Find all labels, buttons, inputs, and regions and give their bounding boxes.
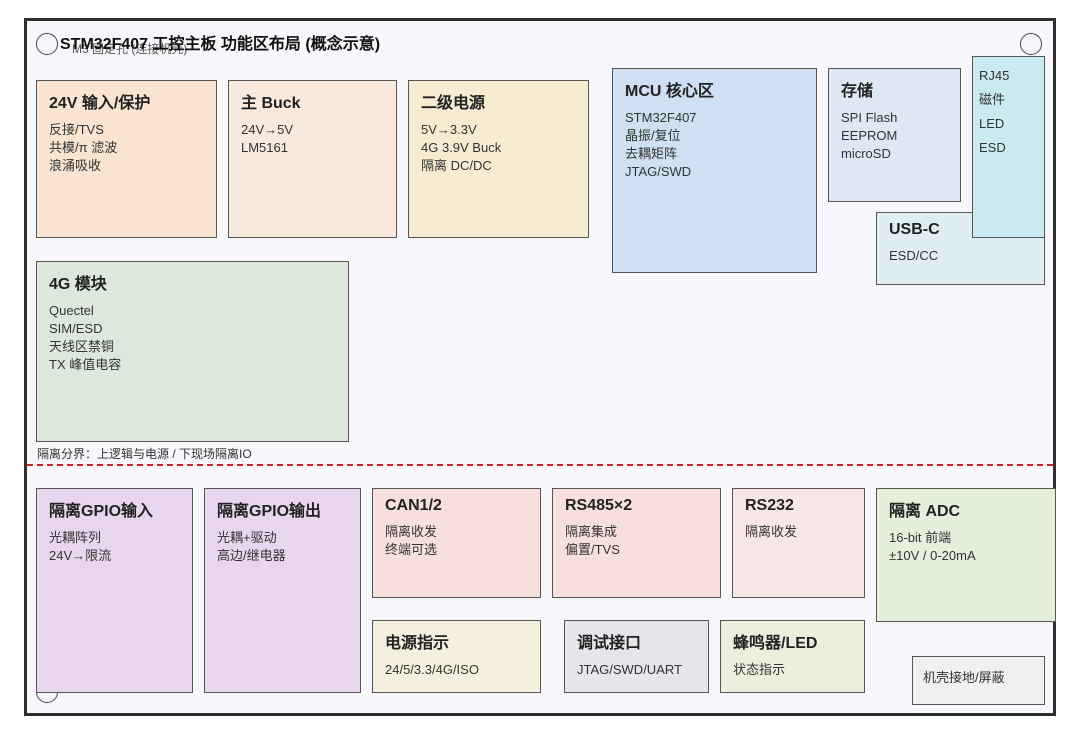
block-title: USB-C — [889, 221, 940, 238]
block-line: microSD — [841, 146, 891, 161]
block-line: TX 峰值电容 — [49, 357, 122, 372]
mount-hole-note: M3 固定孔 (连接机壳) — [72, 42, 188, 56]
block-line: ±10V / 0-20mA — [889, 548, 976, 563]
block-power-indicator: 电源指示 24/5/3.3/4G/ISO — [372, 620, 541, 693]
block-title: 4G 模块 — [49, 276, 107, 293]
block-isolated-adc: 隔离 ADC 16-bit 前端 ±10V / 0-20mA — [876, 488, 1056, 622]
isolation-boundary-label: 隔离分界：上逻辑与电源 / 下现场隔离IO — [37, 447, 252, 461]
block-line: 磁件 — [979, 92, 1006, 107]
block-line: 隔离收发 — [385, 524, 438, 539]
block-line: 天线区禁铜 — [49, 339, 115, 354]
block-title: 主 Buck — [241, 95, 301, 112]
block-usb-c: USB-C ESD/CC — [876, 212, 1045, 285]
block-title: MCU 核心区 — [625, 83, 714, 100]
block-secondary-power: 二级电源 5V→3.3V 4G 3.9V Buck 隔离 DC/DC — [408, 80, 589, 238]
block-line: 机壳接地/屏蔽 — [923, 670, 1005, 685]
block-line: ESD/CC — [889, 248, 939, 263]
block-line: SIM/ESD — [49, 321, 103, 336]
block-title: 隔离 ADC — [889, 503, 961, 520]
block-line: LED — [979, 116, 1005, 131]
block-storage: 存储 SPI Flash EEPROM microSD — [828, 68, 961, 202]
block-line: LM5161 — [241, 140, 288, 155]
block-line: 浪涌吸收 — [49, 158, 102, 173]
block-line: 光耦阵列 — [49, 530, 102, 545]
block-line: RJ45 — [979, 68, 1010, 83]
block-line: 偏置/TVS — [565, 542, 620, 557]
block-rs232: RS232 隔离收发 — [732, 488, 865, 598]
block-4g-module: 4G 模块 Quectel SIM/ESD 天线区禁铜 TX 峰值电容 — [36, 261, 349, 442]
block-title: 调试接口 — [577, 635, 642, 652]
block-isolated-gpio-input: 隔离GPIO输入 光耦阵列 24V→限流 — [36, 488, 193, 693]
block-line: SPI Flash — [841, 110, 898, 125]
block-line: JTAG/SWD — [625, 164, 692, 179]
block-line: 反接/TVS — [49, 122, 104, 137]
mount-hole-top-right-icon — [1020, 33, 1042, 55]
block-title: CAN1/2 — [385, 497, 442, 514]
block-rj45: RJ45 磁件 LED ESD — [972, 56, 1045, 238]
block-line: Quectel — [49, 303, 94, 318]
diagram-title: STM32F407 工控主板 功能区布局 (概念示意) — [60, 36, 381, 53]
block-chassis-ground: 机壳接地/屏蔽 — [912, 656, 1045, 705]
block-can: CAN1/2 隔离收发 终端可选 — [372, 488, 541, 598]
block-line: 状态指示 — [733, 662, 786, 677]
mount-hole-top-left-icon — [36, 33, 58, 55]
block-debug-interface: 调试接口 JTAG/SWD/UART — [564, 620, 709, 693]
block-title: RS485×2 — [565, 497, 633, 514]
isolation-boundary-line — [27, 464, 1053, 466]
block-line: 光耦+驱动 — [217, 530, 277, 545]
block-line: 隔离集成 — [565, 524, 618, 539]
block-title: 隔离GPIO输入 — [49, 503, 154, 520]
block-title: 24V 输入/保护 — [49, 95, 151, 112]
block-24v-input: 24V 输入/保护 反接/TVS 共模/π 滤波 浪涌吸收 — [36, 80, 217, 238]
block-line: STM32F407 — [625, 110, 697, 125]
block-line: 24V→限流 — [49, 548, 112, 563]
block-title: 电源指示 — [385, 635, 450, 652]
block-mcu-core: MCU 核心区 STM32F407 晶振/复位 去耦矩阵 JTAG/SWD — [612, 68, 817, 273]
block-rs485: RS485×2 隔离集成 偏置/TVS — [552, 488, 721, 598]
block-title: RS232 — [745, 497, 794, 514]
block-line: JTAG/SWD/UART — [577, 662, 682, 677]
block-line: 5V→3.3V — [421, 122, 477, 137]
block-line: EEPROM — [841, 128, 898, 143]
block-isolated-gpio-output: 隔离GPIO输出 光耦+驱动 高边/继电器 — [204, 488, 361, 693]
block-main-buck: 主 Buck 24V→5V LM5161 — [228, 80, 397, 238]
block-line: 高边/继电器 — [217, 548, 286, 563]
block-title: 存储 — [841, 83, 874, 100]
block-line: 隔离收发 — [745, 524, 798, 539]
block-line: 晶振/复位 — [625, 128, 681, 143]
block-line: 共模/π 滤波 — [49, 140, 118, 155]
block-title: 蜂鸣器/LED — [733, 635, 818, 652]
block-line: 24/5/3.3/4G/ISO — [385, 662, 479, 677]
block-line: 4G 3.9V Buck — [421, 140, 502, 155]
block-line: 24V→5V — [241, 122, 294, 137]
block-line: 去耦矩阵 — [625, 146, 678, 161]
block-title: 二级电源 — [421, 95, 486, 112]
block-line: 终端可选 — [385, 542, 438, 557]
block-line: ESD — [979, 140, 1006, 155]
block-line: 隔离 DC/DC — [421, 158, 492, 173]
block-buzzer-led: 蜂鸣器/LED 状态指示 — [720, 620, 865, 693]
block-line: 16-bit 前端 — [889, 530, 952, 545]
block-title: 隔离GPIO输出 — [217, 503, 322, 520]
